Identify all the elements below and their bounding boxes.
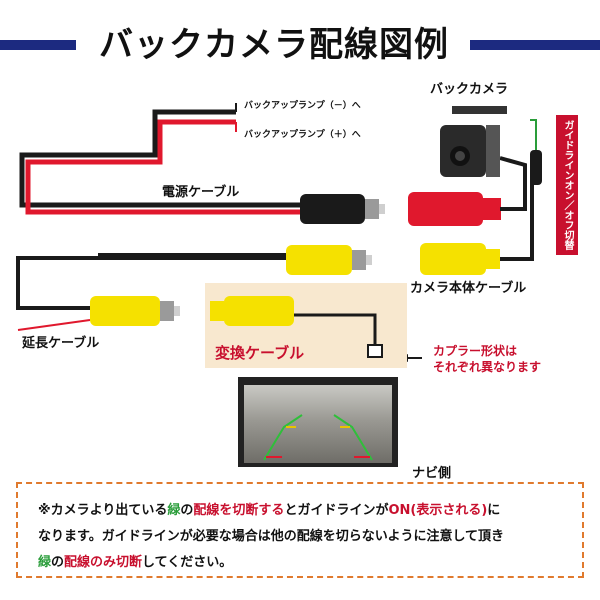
navi-side-label: ナビ側 xyxy=(412,466,452,481)
camera-body xyxy=(440,106,507,177)
title-bar-left xyxy=(0,40,76,50)
note-line1: ※カメラより出ている緑の配線を切断するとガイドラインがON(表示される)に xyxy=(38,498,568,524)
backup-minus-label: バックアップランプ（－）へ xyxy=(244,101,361,111)
note-red: ON(表示される) xyxy=(388,503,488,518)
note-red: 配線を切断する xyxy=(193,503,285,518)
coupler-line2: それぞれ異なります xyxy=(433,360,542,374)
note-green: 緑 xyxy=(167,503,181,518)
camera-view xyxy=(244,385,392,463)
power-connector-male xyxy=(300,194,385,224)
backup-plus-label: バックアップランプ（＋）へ xyxy=(244,130,361,140)
power-connector-female xyxy=(408,192,501,226)
coupler-note: カプラー形状は それぞれ異なります xyxy=(433,343,541,375)
title-header: バックカメラ配線図例 xyxy=(0,18,600,72)
note-text: とガイドラインが xyxy=(284,503,389,518)
note-line3: 緑の配線のみ切断してください。 xyxy=(38,550,568,576)
navi-screen xyxy=(238,377,398,467)
camera-connector-female xyxy=(420,243,500,275)
extension-connector xyxy=(90,296,180,326)
note-text: ※カメラより出ている xyxy=(38,503,168,518)
extension-cable-label: 延長ケーブル xyxy=(22,336,100,351)
guideline-overlay xyxy=(263,414,373,461)
note-text: の xyxy=(51,555,65,570)
power-cable-label: 電源ケーブル xyxy=(162,185,240,200)
power-wire xyxy=(19,103,300,215)
note-text: の xyxy=(180,503,194,518)
guide-toggle-label: ガイドラインオン／オフ切替 xyxy=(556,115,578,255)
note-box: ※カメラより出ている緑の配線を切断するとガイドラインがON(表示される)に なり… xyxy=(16,482,584,578)
note-green: 緑 xyxy=(38,555,52,570)
coupler-line1: カプラー形状は xyxy=(433,344,518,358)
camera-wire-bundle xyxy=(499,119,542,261)
note-text: に xyxy=(487,503,501,518)
note-red: 配線のみ切断 xyxy=(64,555,143,570)
extension-wire xyxy=(16,256,286,331)
video-connector-male xyxy=(98,245,372,275)
camera-cable-label: カメラ本体ケーブル xyxy=(410,281,527,296)
conversion-cable-label: 変換ケーブル xyxy=(215,344,305,362)
note-line2: なります。ガイドラインが必要な場合は他の配線を切らないように注意して頂き xyxy=(38,529,505,544)
title-bar-right xyxy=(470,40,600,50)
page-title: バックカメラ配線図例 xyxy=(99,25,449,65)
back-camera-label: バックカメラ xyxy=(430,82,509,97)
note-text: してください。 xyxy=(142,555,233,570)
